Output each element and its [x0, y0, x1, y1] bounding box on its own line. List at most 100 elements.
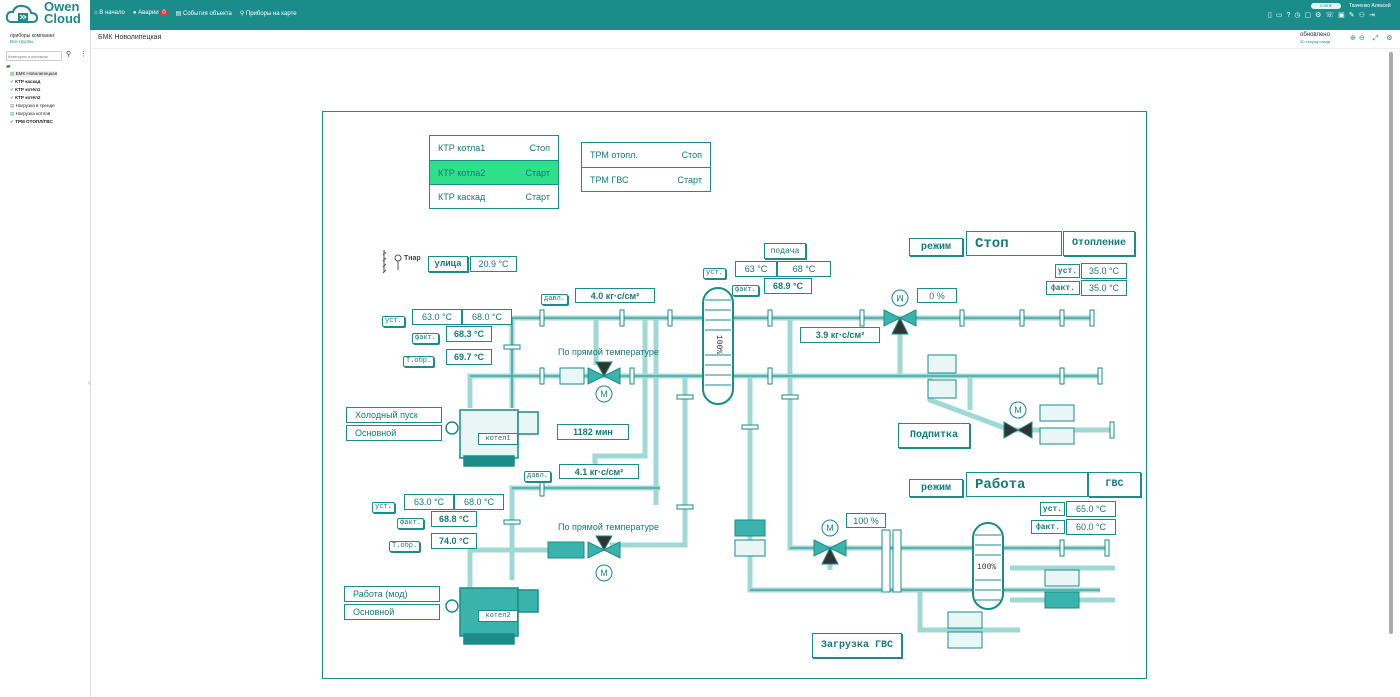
- b1-valve-mode[interactable]: По прямой температуре: [558, 347, 659, 357]
- zoom-out-icon[interactable]: ⊖: [1358, 35, 1368, 42]
- check-icon: ✔: [10, 87, 14, 92]
- chat-icon[interactable]: ▢: [1304, 12, 1316, 19]
- b1-pressure-label: давл.: [541, 294, 569, 305]
- b2-mode-button[interactable]: Работа (мод): [344, 586, 440, 602]
- sidebar-item-ktr-kotel2[interactable]: ✔ КТР котёл2: [10, 95, 41, 100]
- heating-set-label: уст.: [1055, 264, 1080, 278]
- dhw-tank-level: 100%: [977, 563, 997, 572]
- dhw-load-button[interactable]: Загрузка ГВС: [812, 633, 902, 658]
- heating-fact-label: факт.: [1046, 281, 1080, 295]
- check-icon: ✔: [10, 95, 14, 100]
- b1-fact-value: 68.3 °C: [446, 326, 492, 342]
- heating-valve-pct: 0 %: [917, 288, 957, 303]
- sidebar-item-trend-load[interactable]: ▤ Нагрузка в тренде: [10, 103, 55, 108]
- outdoor-sensor-label: Тнар: [404, 255, 421, 262]
- dhw-title: ГВС: [1088, 472, 1141, 497]
- settings-icon[interactable]: ⚙: [1315, 12, 1326, 19]
- separator-level: 100%: [714, 334, 724, 355]
- b1-priority-button[interactable]: Основной: [346, 425, 442, 441]
- street-label: улица: [428, 256, 468, 272]
- supply-fact-value: 68.9 °C: [764, 278, 812, 294]
- sidebar-item-ktr-kotel1[interactable]: ✔ КТР котёл1: [10, 87, 41, 92]
- b2-fact-value: 68.8 °C: [431, 511, 477, 527]
- supply-label: подача: [764, 243, 806, 259]
- b1-runtime: 1182 мин: [557, 424, 629, 440]
- b1-fact-label: факт.: [412, 333, 440, 344]
- gear-icon[interactable]: ⚙: [1386, 35, 1396, 42]
- header-tools: ⊕⊖ ⤢ ⚙: [1350, 34, 1396, 43]
- logout-icon[interactable]: ⇥: [1368, 12, 1379, 19]
- cloud-logo-icon: [5, 4, 39, 23]
- table-row[interactable]: ТРМ отопл.Стоп: [582, 143, 710, 168]
- scrollbar[interactable]: [1389, 52, 1393, 634]
- dhw-set-label: уст.: [1040, 502, 1065, 516]
- toolbar-icons: ▯▭?◷▢⚙☏▣✎⚇⇥: [1268, 11, 1379, 19]
- dhw-mode-value[interactable]: Работа: [966, 472, 1088, 497]
- nav-map[interactable]: ⚲ Приборы на карте: [239, 11, 297, 17]
- balance-badge[interactable]: 0.00 ₽: [1311, 3, 1341, 9]
- lock-icon[interactable]: ▣: [1338, 12, 1349, 19]
- supply-set-low[interactable]: 63 °C: [735, 261, 777, 277]
- supply-set-label: уст.: [703, 268, 726, 279]
- b2-name: котел2: [478, 610, 518, 622]
- b2-set-high[interactable]: 68.0 °C: [454, 494, 504, 510]
- document-icon[interactable]: ▯: [1268, 12, 1276, 19]
- nav-home[interactable]: ⌂ В начало: [94, 10, 125, 16]
- sidebar-search-input[interactable]: [6, 51, 62, 61]
- docs-icon[interactable]: ▭: [1275, 12, 1287, 19]
- heating-fact-value: 35.0 °C: [1081, 280, 1127, 296]
- feed-button[interactable]: Подпитка: [898, 423, 970, 448]
- b1-pressure-value: 4.0 кг·с/см²: [575, 288, 655, 303]
- fullscreen-icon[interactable]: ⤢: [1372, 35, 1382, 42]
- phone-icon[interactable]: ☏: [1325, 12, 1339, 19]
- b2-set-label: уст.: [372, 502, 395, 513]
- mnemonic-panel: [322, 111, 1147, 679]
- more-icon[interactable]: ⋮: [80, 51, 87, 58]
- sidebar-item-boiler-load[interactable]: ▤ Нагрузка котлов: [10, 111, 51, 116]
- b2-return-label: Т.обр.: [389, 541, 421, 552]
- dhw-valve-pct: 100 %: [846, 513, 886, 528]
- b1-set-high[interactable]: 68.0 °C: [462, 309, 512, 325]
- nav-events[interactable]: ▤ События объекта: [175, 11, 232, 17]
- folder-icon[interactable]: ▰: [6, 64, 11, 70]
- user-name[interactable]: Ткаченко Алексей: [1349, 3, 1391, 9]
- nav-alarms[interactable]: ● Аварии 0: [132, 10, 168, 16]
- b2-priority-button[interactable]: Основной: [344, 604, 440, 620]
- sidebar-item-trm[interactable]: ✔ ТРМ ОТОПЛ/ГВС: [10, 119, 53, 124]
- company-link[interactable]: Все группы: [10, 39, 34, 44]
- sidebar-collapse-handle[interactable]: ‹: [88, 380, 91, 387]
- b2-valve-mode[interactable]: По прямой температуре: [558, 522, 659, 532]
- users-icon[interactable]: ⚇: [1358, 12, 1369, 19]
- check-icon: ✔: [10, 79, 14, 84]
- b1-set-low[interactable]: 63.0 °C: [412, 309, 462, 325]
- wrench-icon[interactable]: ✎: [1348, 12, 1359, 19]
- updated-label: обновлено: [1300, 32, 1330, 38]
- updated-time: 30 секунд назад: [1300, 39, 1331, 44]
- b2-pressure-value: 4.1 кг·с/см²: [559, 464, 639, 479]
- help-icon[interactable]: ?: [1286, 12, 1295, 19]
- clock-icon[interactable]: ◷: [1294, 12, 1305, 19]
- sidebar-item-ktr-cascade[interactable]: ✔ КТР каскад: [10, 79, 41, 84]
- zoom-in-icon[interactable]: ⊕: [1350, 35, 1359, 42]
- b1-return-label: Т.обр.: [403, 356, 435, 367]
- search-icon[interactable]: ⚲: [66, 51, 72, 58]
- chart-icon: ▤: [10, 111, 15, 116]
- sidebar-item-bmk[interactable]: ▤ БМК Новолипецкая: [10, 71, 58, 77]
- sidebar: приборы компании: Все группы ⚲ ⋮ ▰ ▤ БМК…: [0, 30, 91, 697]
- b1-name: котел1: [478, 433, 518, 445]
- b1-mode-button[interactable]: Холодный пуск: [346, 407, 442, 423]
- dhw-set-value[interactable]: 65.0 °C: [1066, 501, 1116, 517]
- supply-pressure-value: 3.9 кг·с/см²: [800, 327, 880, 343]
- heating-set-value[interactable]: 35.0 °C: [1081, 263, 1127, 279]
- heating-mode-value[interactable]: Стоп: [966, 231, 1062, 256]
- supply-set-high[interactable]: 68 °C: [777, 261, 831, 277]
- b2-set-low[interactable]: 63.0 °C: [404, 494, 454, 510]
- b2-return-value: 74.0 °C: [431, 533, 477, 549]
- heating-title: Отопление: [1063, 231, 1135, 256]
